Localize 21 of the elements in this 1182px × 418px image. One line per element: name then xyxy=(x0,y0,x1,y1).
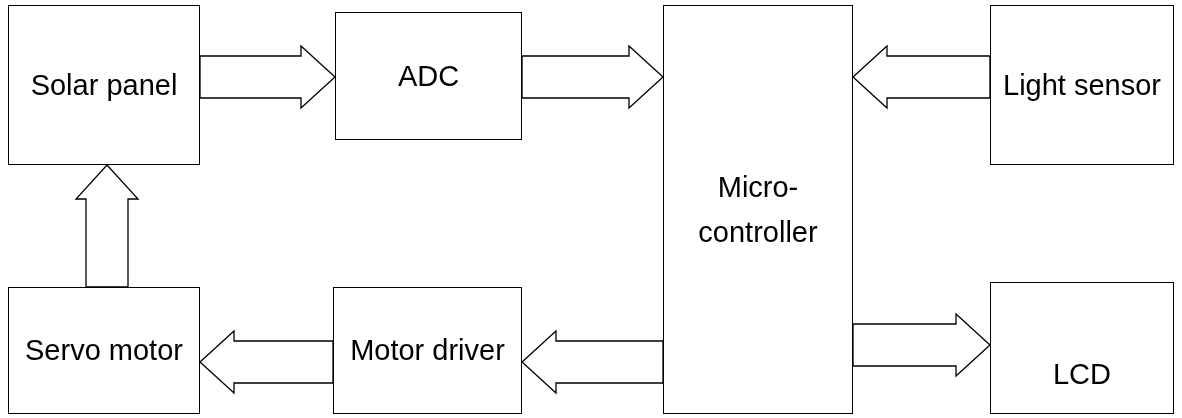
process-box xyxy=(8,5,200,165)
box-label: Micro- controller xyxy=(697,169,819,250)
box-label: Light sensor xyxy=(1003,67,1161,103)
process-box xyxy=(333,287,522,414)
box-label: ADC xyxy=(397,58,460,94)
process-box xyxy=(990,282,1174,414)
process-box xyxy=(663,5,853,414)
block-arrow xyxy=(199,44,336,110)
block-arrow xyxy=(852,312,991,378)
box-label: Servo motor xyxy=(25,333,183,369)
process-box xyxy=(335,12,522,140)
box-label: LCD xyxy=(1053,357,1111,393)
box-label: Motor driver xyxy=(350,333,505,369)
block-arrow xyxy=(521,329,664,395)
process-box xyxy=(8,287,200,414)
box-label: Solar panel xyxy=(30,67,178,103)
block-arrow xyxy=(852,44,991,110)
block-arrow xyxy=(521,44,664,110)
block-arrow xyxy=(74,164,140,288)
process-box xyxy=(990,5,1174,165)
block-arrow xyxy=(199,329,334,395)
